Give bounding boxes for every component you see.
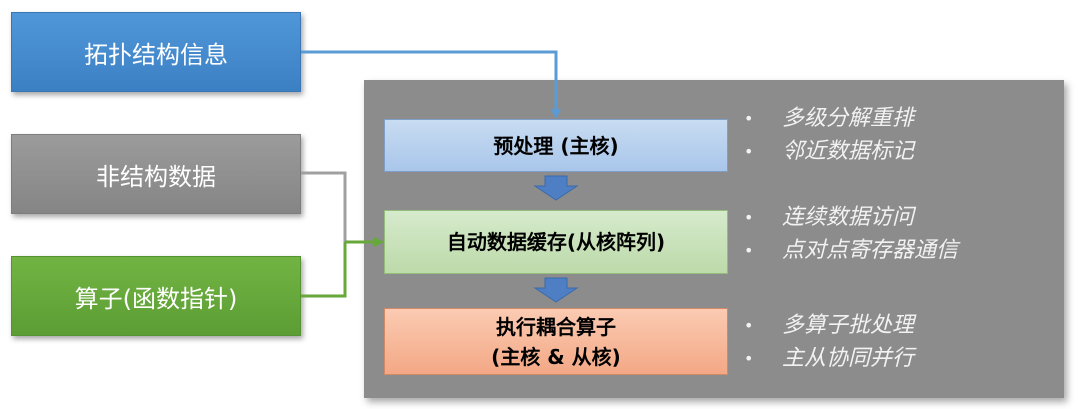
down-arrow-2 [533,277,579,303]
topology-to-preprocess-arrow [301,50,561,119]
note-item: • 邻近数据标记 [744,135,914,168]
preprocess-label: 预处理 (主核) [493,133,619,158]
note-item: • 多算子批处理 [744,309,914,342]
bullet-dot: • [744,109,754,128]
note-item: • 连续数据访问 [744,201,958,234]
auto-cache-label: 自动数据缓存(从核阵列) [446,230,666,254]
bullet-dot: • [744,241,754,260]
topology-info-label: 拓扑结构信息 [84,40,228,69]
note-text: 主从协同并行 [782,346,915,371]
unstructured-data-label: 非结构数据 [96,162,216,191]
auto-cache-step: 自动数据缓存(从核阵列) [384,210,728,274]
topology-info-box: 拓扑结构信息 [11,12,301,92]
unstructured-data-connector [301,171,347,242]
note-text: 多算子批处理 [782,313,915,338]
note-item: • 主从协同并行 [744,342,914,375]
bullet-dot: • [744,316,754,335]
execute-operator-step: 执行耦合算子 (主核 & 从核) [384,308,728,375]
execute-operator-label: 执行耦合算子 [496,314,616,339]
preprocess-step: 预处理 (主核) [384,119,728,172]
operator-function-pointer-box: 算子(函数指针) [11,256,301,336]
bullet-dot: • [744,208,754,227]
bullet-dot: • [744,349,754,368]
down-arrow-1 [533,175,579,201]
note-text: 连续数据访问 [782,205,915,230]
note-item: • 点对点寄存器通信 [744,234,958,267]
note-text: 多级分解重排 [782,106,915,131]
auto-cache-notes: • 连续数据访问 • 点对点寄存器通信 [744,201,958,267]
note-text: 点对点寄存器通信 [782,238,959,263]
note-item: • 多级分解重排 [744,102,914,135]
operator-connector [301,242,347,298]
note-text: 邻近数据标记 [782,139,915,164]
bullet-dot: • [744,142,754,161]
execute-operator-sublabel: (主核 & 从核) [491,344,621,369]
preprocess-notes: • 多级分解重排 • 邻近数据标记 [744,102,914,168]
execute-notes: • 多算子批处理 • 主从协同并行 [744,309,914,375]
unstructured-data-box: 非结构数据 [11,134,301,214]
operator-function-pointer-label: 算子(函数指针) [74,284,238,313]
